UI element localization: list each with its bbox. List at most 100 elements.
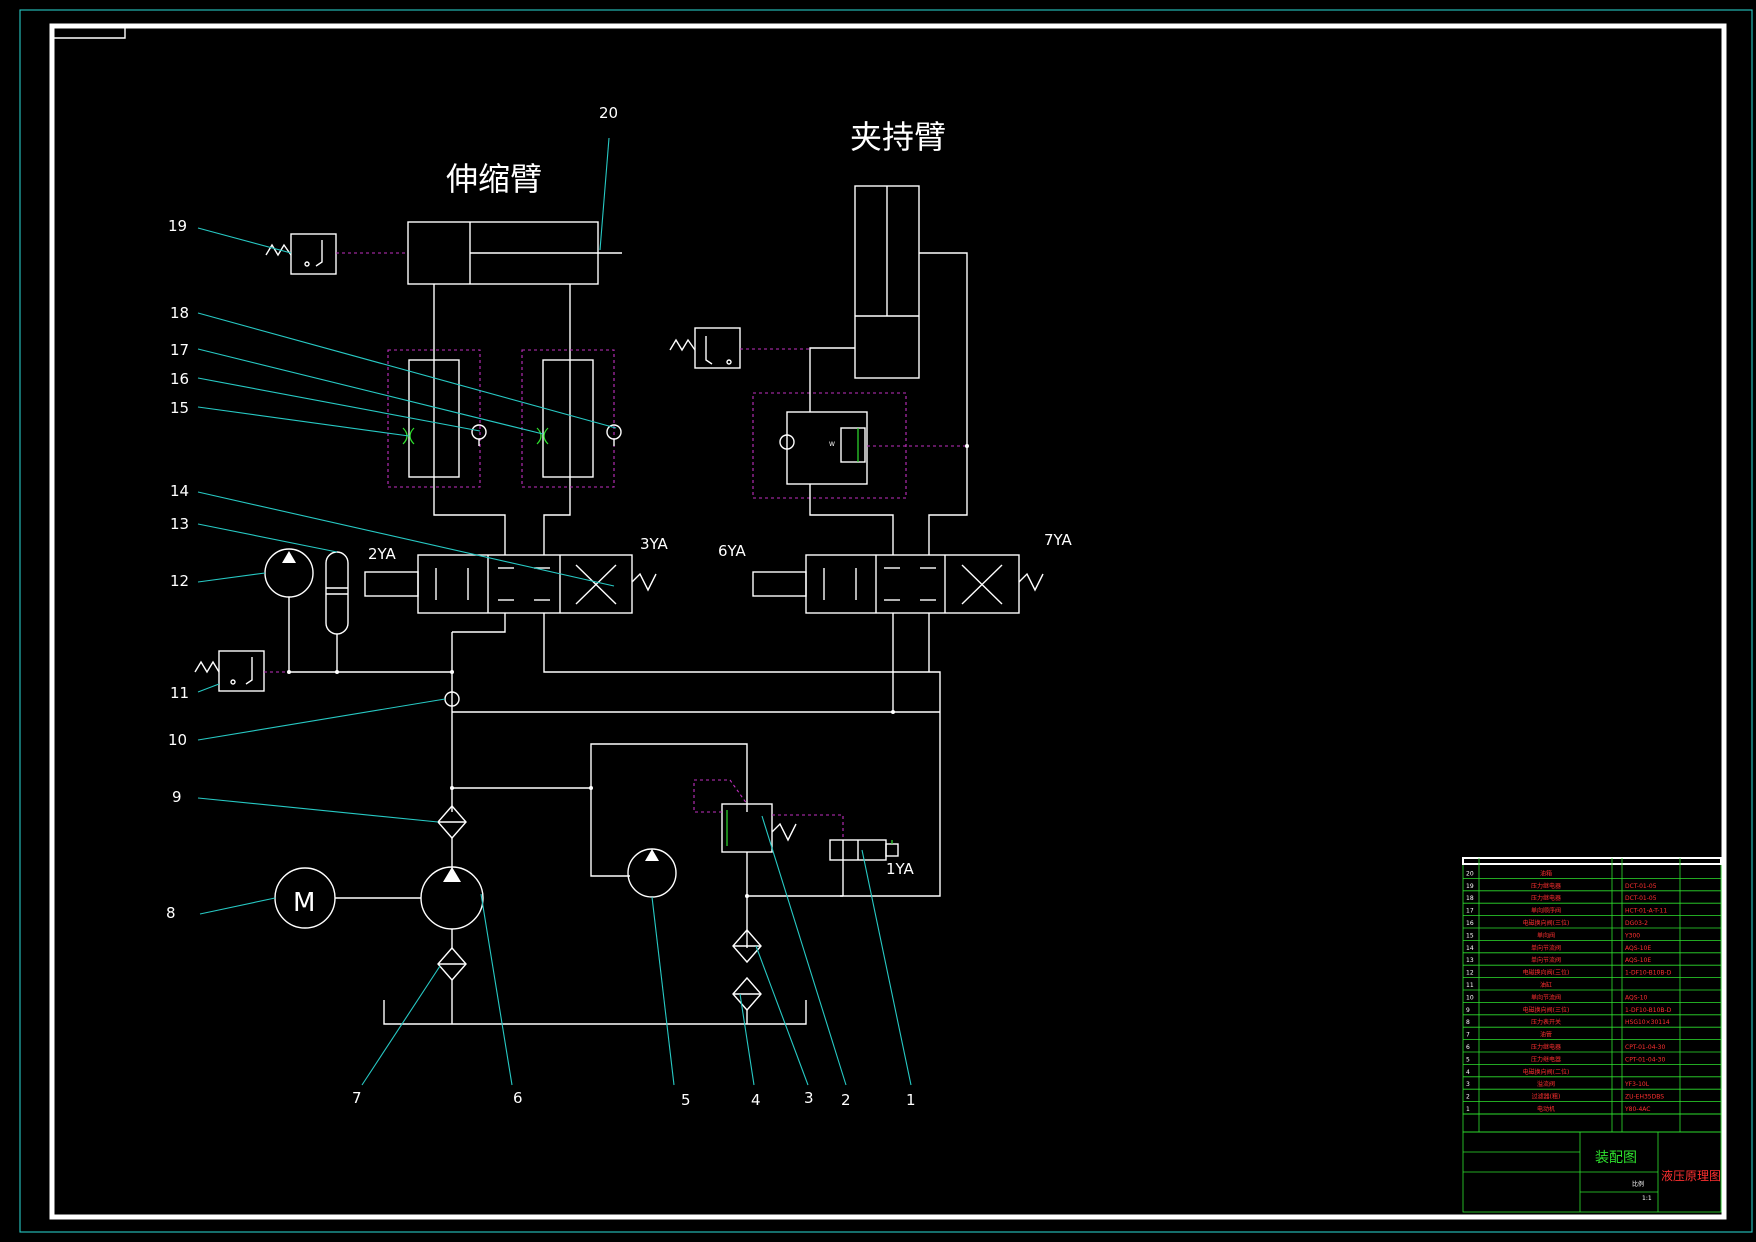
callout-17: 17 (170, 341, 189, 359)
parts-row-name: 油管 (1540, 1031, 1552, 1039)
parts-row-code: DG03-2 (1625, 920, 1648, 927)
parts-row-name: 单向阀 (1537, 931, 1555, 939)
parts-row-code: Y80-4AC (1624, 1106, 1650, 1113)
parts-row-name: 电磁换向阀(三位) (1523, 1006, 1570, 1014)
parts-row-no: 9 (1466, 1007, 1470, 1014)
drawing-border (49, 23, 1727, 1220)
title-assembly: 装配图 (1595, 1150, 1637, 1166)
callout-13: 13 (170, 515, 189, 533)
parts-row-no: 2 (1466, 1094, 1470, 1101)
parts-row-no: 10 (1466, 994, 1474, 1001)
sequence-valve: W (752, 392, 967, 499)
aux-pump-5 (627, 848, 677, 898)
parts-row-code: 1-DF10-B10B-D (1625, 1007, 1672, 1014)
solenoid-2YA: 2YA (368, 545, 397, 563)
outer-sheet-border (19, 9, 1753, 1233)
parts-row-no: 18 (1466, 895, 1474, 902)
pressure-switch-11 (194, 650, 289, 692)
scale-value: 1:1 (1642, 1195, 1652, 1202)
parts-row-name: 单向节流阀 (1531, 993, 1561, 1001)
leader-lines (197, 137, 912, 1086)
parts-row-no: 5 (1466, 1056, 1470, 1063)
filter-3 (732, 928, 762, 964)
callout-8: 8 (166, 904, 176, 922)
callout-10: 10 (168, 731, 187, 749)
label-telescopic-arm: 伸缩臂 (446, 160, 542, 198)
parts-row-name: 单向顺序阀 (1531, 907, 1561, 915)
callout-11: 11 (170, 684, 189, 702)
callout-14: 14 (170, 482, 189, 500)
parts-row-code: AQS-10E (1625, 957, 1651, 964)
parts-row-name: 单向节流阀 (1531, 956, 1561, 964)
callout-2: 2 (841, 1091, 851, 1109)
parts-row-name: 电磁换向阀(三位) (1523, 969, 1570, 977)
parts-row-no: 7 (1466, 1032, 1470, 1039)
parts-row-code: AQS-10 (1625, 994, 1648, 1001)
parts-row-no: 12 (1466, 970, 1474, 977)
pressure-gauge-12 (264, 548, 314, 672)
svg-text:W: W (829, 441, 835, 448)
parts-row-name: 压力继电器 (1531, 1055, 1561, 1063)
motor-8: M (274, 867, 421, 929)
solenoid-valve-1 (829, 839, 899, 896)
parts-row-name: 电磁换向阀(二位) (1523, 1068, 1570, 1076)
callout-7: 7 (352, 1089, 362, 1107)
callout-16: 16 (170, 370, 189, 388)
callout-18: 18 (170, 304, 189, 322)
label-clamp-arm: 夹持臂 (850, 118, 946, 156)
callout-numbers: 1 2 3 4 5 6 7 8 9 10 11 12 13 14 15 16 1… (166, 104, 916, 1109)
callout-6: 6 (513, 1089, 523, 1107)
parts-row-no: 11 (1466, 982, 1474, 989)
parts-row-name: 过滤器(粗) (1532, 1093, 1561, 1101)
pressure-switch-19 (265, 233, 408, 275)
callout-4: 4 (751, 1091, 761, 1109)
parts-row-code: YF3-10L (1624, 1081, 1650, 1088)
parts-row-code: Y300 (1624, 932, 1640, 939)
parts-row-no: 20 (1466, 870, 1474, 877)
parts-row-name: 压力表开关 (1531, 1018, 1561, 1026)
relief-valve-2 (693, 779, 844, 948)
parts-row-name: 压力继电器 (1531, 894, 1561, 902)
throttle-check-valve-right (521, 349, 622, 488)
callout-12: 12 (170, 572, 189, 590)
main-pump-6 (420, 866, 484, 930)
parts-row-no: 14 (1466, 945, 1474, 952)
motor-label: M (293, 888, 315, 918)
callout-20: 20 (599, 104, 618, 122)
parts-row-no: 6 (1466, 1044, 1470, 1051)
parts-row-name: 油缸 (1540, 981, 1552, 989)
parts-row-name: 单向节流阀 (1531, 944, 1561, 952)
parts-row-code: CPT-01-04-30 (1625, 1056, 1666, 1063)
parts-row-code: HCT-01-A-T-11 (1625, 908, 1667, 915)
callout-9: 9 (172, 788, 182, 806)
scale-header: 比例 (1632, 1180, 1644, 1188)
parts-row-name: 溢流阀 (1537, 1080, 1555, 1088)
title-drawing-name: 液压原理图 (1661, 1168, 1721, 1183)
parts-row-code: HSG10×30114 (1625, 1019, 1670, 1026)
parts-row-code: DCT-01-05 (1625, 883, 1657, 890)
parts-row-code: ZU-EH35DBS (1625, 1094, 1664, 1101)
directional-valve-right (752, 554, 1044, 614)
callout-1: 1 (906, 1091, 916, 1109)
throttle-check-valve-left (387, 349, 487, 488)
tank-20 (383, 1000, 807, 1025)
parts-row-no: 15 (1466, 932, 1474, 939)
callout-19: 19 (168, 217, 187, 235)
parts-row-no: 8 (1466, 1019, 1470, 1026)
pressure-switch-clamp (669, 327, 810, 369)
callout-5: 5 (681, 1091, 691, 1109)
parts-row-no: 13 (1466, 957, 1474, 964)
parts-row-name: 电动机 (1537, 1105, 1555, 1113)
parts-row-name: 压力继电器 (1531, 1043, 1561, 1051)
accumulator-13 (325, 551, 349, 672)
parts-row-code: AQS-10E (1625, 945, 1651, 952)
parts-row-no: 1 (1466, 1106, 1470, 1113)
parts-row-code: DCT-01-05 (1625, 895, 1657, 902)
parts-row-name: 压力继电器 (1531, 882, 1561, 890)
telescopic-cylinder (407, 221, 622, 285)
solenoid-7YA: 7YA (1044, 531, 1073, 549)
parts-row-code: 1-DF10-B10B-D (1625, 970, 1672, 977)
solenoid-3YA: 3YA (640, 535, 669, 553)
